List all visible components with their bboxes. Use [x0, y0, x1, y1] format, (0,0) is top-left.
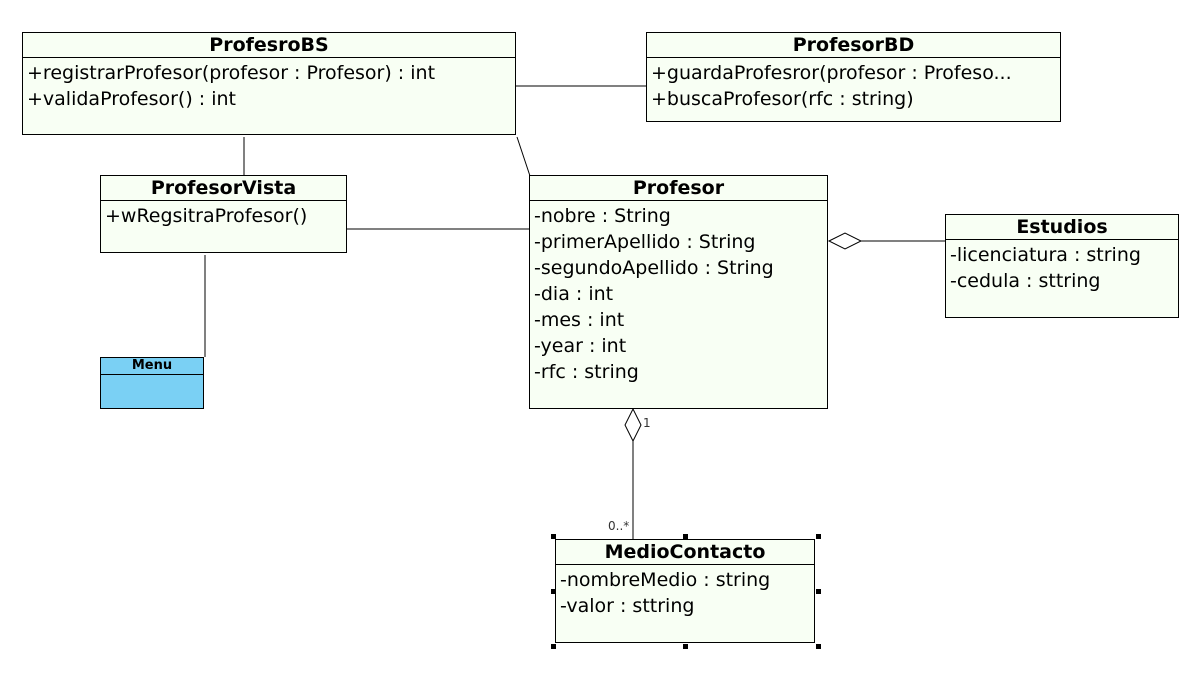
class-profesorvista[interactable]: ProfesorVista +wRegsitraProfesor() [100, 175, 347, 253]
class-profesor[interactable]: Profesor -nobre : String -primerApellido… [529, 175, 828, 409]
class-member: -rfc : string [534, 361, 639, 383]
aggregation-diamond-mediocontacto [624, 407, 642, 443]
class-estudios[interactable]: Estudios -licenciatura : string -cedula … [945, 214, 1179, 318]
class-member: +guardaProfesror(profesor : Profeso... [651, 62, 1012, 84]
class-profesorbd[interactable]: ProfesorBD +guardaProfesror(profesor : P… [646, 32, 1061, 122]
selection-handle-top-right[interactable] [816, 534, 821, 539]
class-member: -licenciatura : string [950, 244, 1141, 266]
class-name: Estudios [946, 215, 1178, 240]
aggregation-diamond-estudios [827, 232, 863, 250]
class-member: +registrarProfesor(profesor : Profesor) … [27, 62, 436, 84]
class-member: +validaProfesor() : int [27, 88, 236, 110]
class-name: ProfesorBD [647, 33, 1060, 58]
selection-handle-bottom-left[interactable] [551, 644, 556, 649]
class-mediocontacto[interactable]: MedioContacto -nombreMedio : string -val… [555, 539, 815, 643]
class-member: -primerApellido : String [534, 231, 756, 253]
class-name: ProfesroBS [23, 33, 515, 58]
class-member: +buscaProfesor(rfc : string) [651, 88, 914, 110]
class-member: -valor : sttring [560, 595, 695, 617]
selection-handle-top-left[interactable] [551, 534, 556, 539]
selection-handle-bottom-right[interactable] [816, 644, 821, 649]
class-name: MedioContacto [556, 540, 814, 565]
class-member: -cedula : sttring [950, 270, 1101, 292]
class-member: -mes : int [534, 309, 625, 331]
class-name: ProfesorVista [101, 176, 346, 201]
association-bs-profesor[interactable] [516, 136, 531, 177]
multiplicity-target-label: 0..* [608, 519, 630, 533]
multiplicity-source-label: 1 [643, 416, 651, 430]
class-menu[interactable]: Menu [100, 357, 204, 409]
class-profesrobs[interactable]: ProfesroBS +registrarProfesor(profesor :… [22, 32, 516, 135]
selection-handle-middle-left[interactable] [551, 589, 556, 594]
class-name: Menu [101, 358, 203, 375]
class-member: -nombreMedio : string [560, 569, 771, 591]
class-name: Profesor [530, 176, 827, 201]
class-member: -segundoApellido : String [534, 257, 774, 279]
selection-handle-middle-right[interactable] [816, 589, 821, 594]
selection-handle-top-middle[interactable] [683, 534, 688, 539]
selection-handle-bottom-middle[interactable] [683, 644, 688, 649]
class-member: -nobre : String [534, 205, 671, 227]
class-member: -year : int [534, 335, 627, 357]
class-member: -dia : int [534, 283, 614, 305]
class-member: +wRegsitraProfesor() [105, 205, 308, 227]
